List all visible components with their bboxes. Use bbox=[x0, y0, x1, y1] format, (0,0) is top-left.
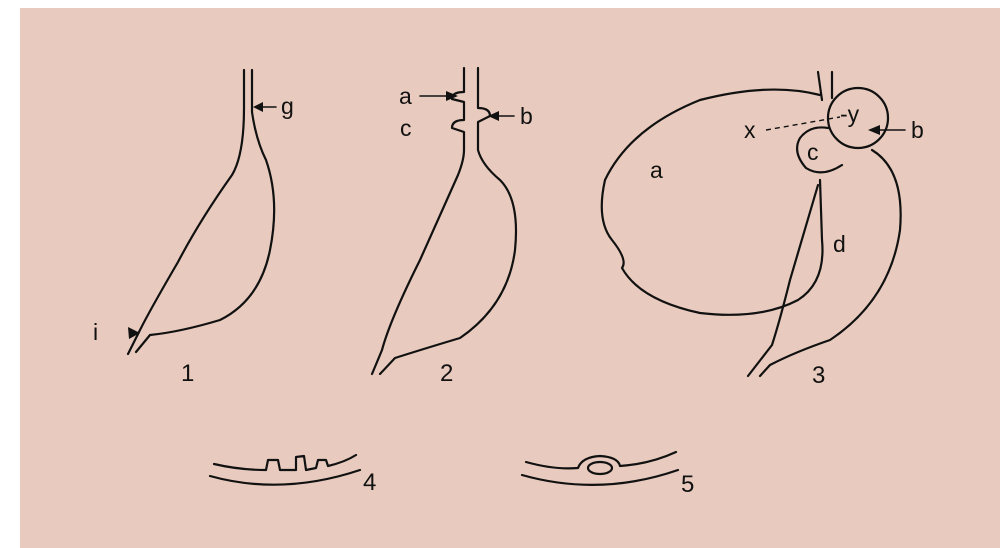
fig2-number: 2 bbox=[440, 360, 453, 387]
figure-3: a b c d x -y 3 bbox=[600, 70, 924, 389]
fig3-dashed-x bbox=[765, 116, 841, 131]
fig3-label-b: b bbox=[911, 117, 924, 143]
fig3-label-x: x bbox=[744, 117, 756, 143]
fig1-arrow-i bbox=[128, 327, 140, 339]
fig2-arrow-b bbox=[488, 111, 499, 121]
fig5-inner-curve bbox=[524, 450, 678, 470]
figure-4: 4 bbox=[208, 453, 376, 496]
fig3-label-c: c bbox=[807, 139, 819, 165]
fig3-circle-y bbox=[826, 86, 890, 150]
fig2-label-c: c bbox=[400, 115, 412, 141]
fig4-number: 4 bbox=[363, 469, 376, 496]
fig1-esophagus-left bbox=[126, 68, 246, 356]
fig3-label-y: -y bbox=[840, 101, 860, 127]
fig5-number: 5 bbox=[681, 471, 694, 498]
fig3-arrow-b bbox=[868, 125, 880, 135]
figure-5: 5 bbox=[520, 450, 694, 498]
fig3-label-d: d bbox=[833, 231, 846, 257]
fig1-label-i: i bbox=[93, 319, 98, 345]
fig3-sac-a bbox=[600, 88, 824, 316]
fig2-left-wall bbox=[370, 66, 466, 376]
fig2-label-a: a bbox=[399, 83, 412, 109]
fig4-outer-curve bbox=[208, 468, 362, 486]
figure-2: a b c 2 bbox=[370, 66, 533, 387]
fig5-ellipse bbox=[586, 460, 614, 476]
fig3-circle-c bbox=[795, 126, 844, 174]
fig5-outer-curve bbox=[520, 468, 680, 486]
fig3-number: 3 bbox=[812, 362, 825, 389]
fig3-stomach-d-left bbox=[746, 183, 820, 378]
fig3-label-a: a bbox=[650, 157, 663, 183]
figure-1: g i 1 bbox=[93, 68, 294, 387]
fig1-arrow-g bbox=[253, 102, 263, 112]
diagram-canvas: g i 1 a b c 2 a b c d x -y bbox=[93, 66, 924, 498]
fig1-number: 1 bbox=[181, 360, 194, 387]
fig1-label-g: g bbox=[281, 93, 294, 119]
fig3-esophagus bbox=[816, 70, 834, 102]
fig2-label-b: b bbox=[520, 103, 533, 129]
diagram-panel: g i 1 a b c 2 a b c d x -y bbox=[20, 8, 1000, 548]
fig1-esophagus-right bbox=[134, 68, 276, 354]
fig3-stomach-d-right bbox=[758, 148, 902, 378]
fig4-inner-curve bbox=[212, 453, 358, 472]
fig2-arrow-a bbox=[446, 91, 458, 101]
